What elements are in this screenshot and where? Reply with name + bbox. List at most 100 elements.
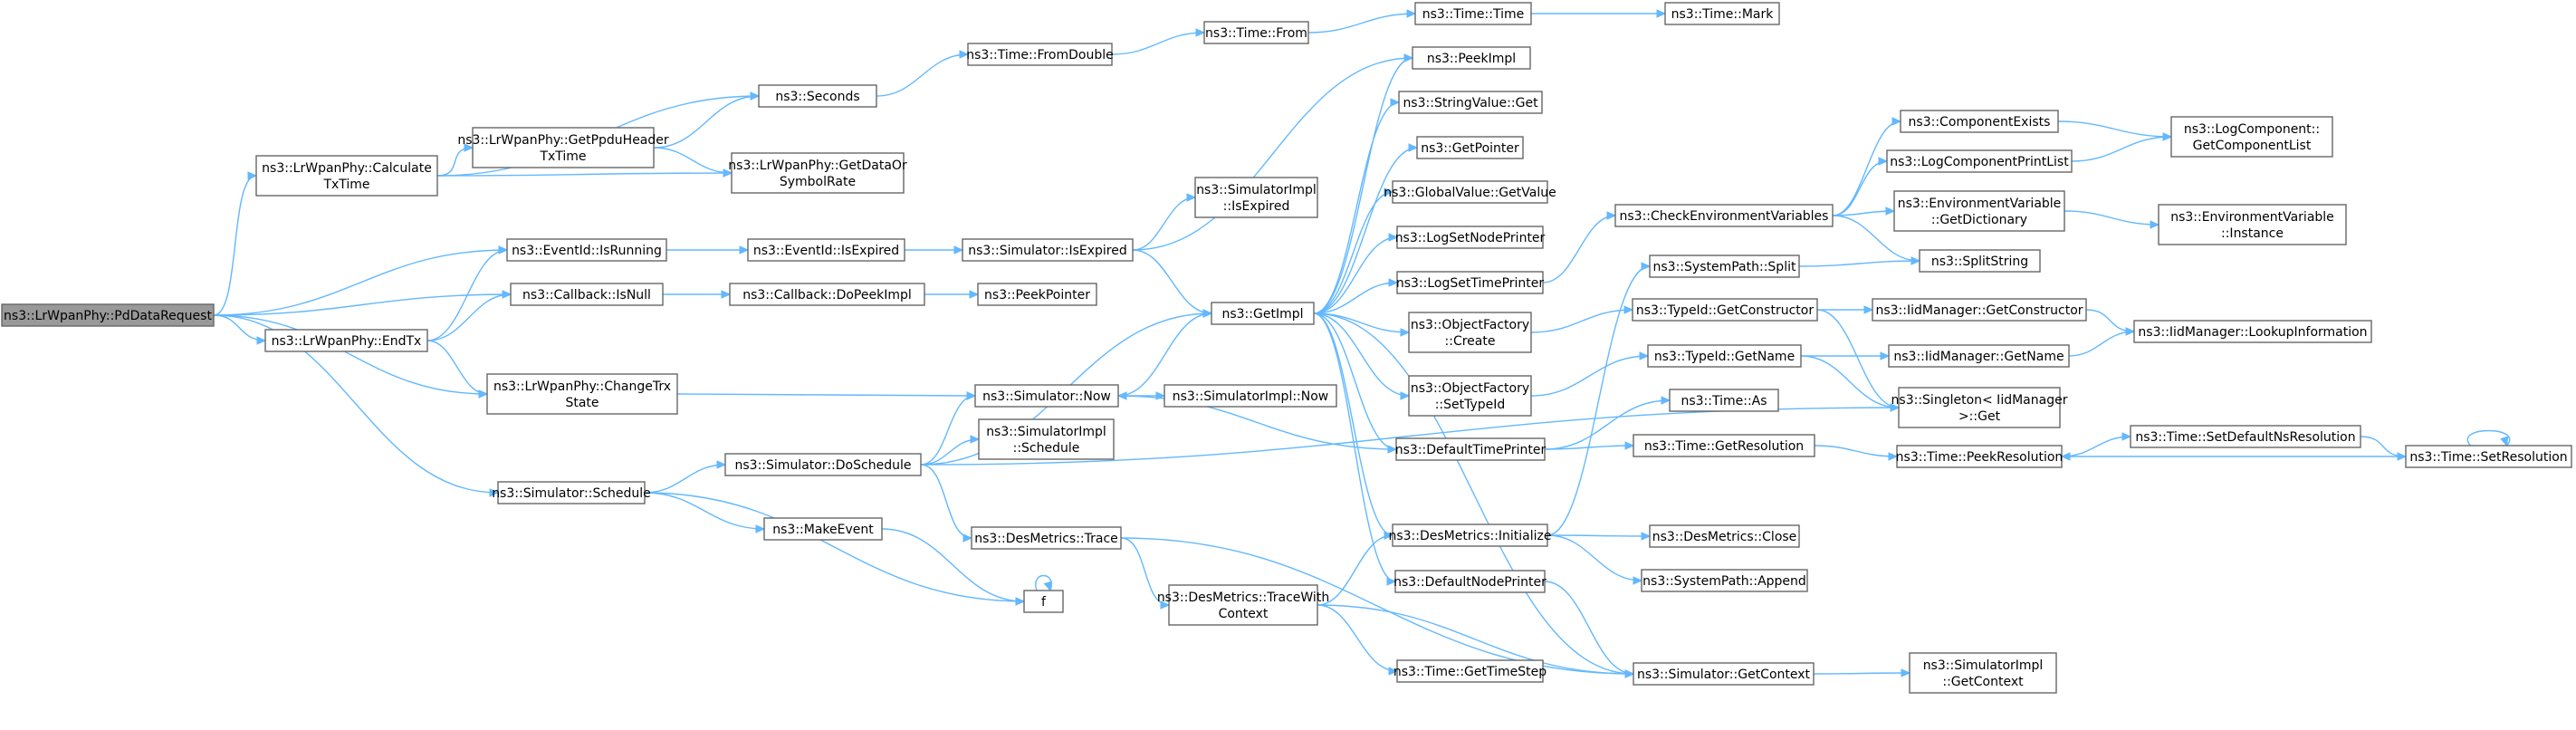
node-label: ns3::LrWpanPhy::PdDataRequest xyxy=(4,309,212,323)
node-simimplexp[interactable]: ns3::SimulatorImpl::IsExpired xyxy=(1194,177,1318,218)
node-getptr[interactable]: ns3::GetPointer xyxy=(1416,136,1524,159)
edge-arrowhead xyxy=(962,533,973,543)
edge-line xyxy=(1313,191,1393,314)
node-tgetres[interactable]: ns3::Time::GetResolution xyxy=(1633,434,1815,457)
node-evrun[interactable]: ns3::EventId::IsRunning xyxy=(506,238,667,262)
node-simexp[interactable]: ns3::Simulator::IsExpired xyxy=(962,238,1134,262)
node-sched[interactable]: ns3::Simulator::Schedule xyxy=(492,481,651,504)
edge-seconds-fromdbl xyxy=(876,50,970,97)
edge-envdict-envinst xyxy=(2064,210,2160,229)
node-desclose[interactable]: ns3::DesMetrics::Close xyxy=(1649,524,1800,548)
node-simimplsched[interactable]: ns3::SimulatorImpl::Schedule xyxy=(978,418,1115,460)
node-fromdbl[interactable]: ns3::Time::FromDouble xyxy=(966,43,1114,66)
node-ofcreate[interactable]: ns3::ObjectFactory::Create xyxy=(1408,312,1532,353)
node-gvget[interactable]: ns3::GlobalValue::GetValue xyxy=(1384,180,1556,204)
node-label: ns3::LrWpanPhy::GetDataOr xyxy=(728,158,907,173)
node-tmark[interactable]: ns3::Time::Mark xyxy=(1664,2,1780,25)
node-iidname[interactable]: ns3::IidManager::GetName xyxy=(1888,344,2070,368)
edge-arrowhead xyxy=(1160,600,1171,610)
node-now[interactable]: ns3::Simulator::Now xyxy=(974,384,1119,408)
node-spappend[interactable]: ns3::SystemPath::Append xyxy=(1641,569,1808,592)
node-setdefres[interactable]: ns3::Time::SetDefaultNsResolution xyxy=(2130,425,2361,448)
edge-line xyxy=(1530,309,1633,333)
node-desinit[interactable]: ns3::DesMetrics::Initialize xyxy=(1388,523,1552,547)
edge-arrowhead xyxy=(1388,667,1399,676)
node-box xyxy=(1886,149,2073,173)
node-box xyxy=(1211,302,1315,325)
node-iidctor[interactable]: ns3::IidManager::GetConstructor xyxy=(1872,298,2087,322)
node-lognode[interactable]: ns3::LogSetNodePrinter xyxy=(1395,226,1546,249)
node-destrace[interactable]: ns3::DesMetrics::Trace xyxy=(971,526,1122,550)
edge-tidctor-singleton xyxy=(1816,309,1901,412)
node-label: ns3::Time::From xyxy=(1205,26,1307,41)
edge-getimpl-gvget xyxy=(1313,187,1394,314)
edge-arrowhead xyxy=(723,168,733,178)
node-makeev[interactable]: ns3::MakeEvent xyxy=(763,517,883,541)
node-logprint[interactable]: ns3::LogComponentPrintList xyxy=(1886,149,2073,173)
node-label: ::Instance xyxy=(2221,226,2284,241)
node-tas[interactable]: ns3::Time::As xyxy=(1669,389,1779,412)
node-tidctor[interactable]: ns3::TypeId::GetConstructor xyxy=(1632,298,1818,322)
node-doPeek[interactable]: ns3::Callback::DoPeekImpl xyxy=(729,283,925,306)
node-setres[interactable]: ns3::Time::SetResolution xyxy=(2405,445,2572,468)
node-box xyxy=(1392,180,1548,204)
node-singleton[interactable]: ns3::Singleton< IidManager >::Get xyxy=(1891,387,2068,428)
node-evexp[interactable]: ns3::EventId::IsExpired xyxy=(747,238,905,262)
node-envinst[interactable]: ns3::EnvironmentVariable::Instance xyxy=(2158,204,2347,245)
node-logcomp[interactable]: ns3::LogComponent::GetComponentList xyxy=(2170,116,2333,158)
edge-line xyxy=(1832,120,1901,216)
node-checkenv[interactable]: ns3::CheckEnvironmentVariables xyxy=(1614,204,1834,227)
node-timestep[interactable]: ns3::Time::GetTimeStep xyxy=(1393,659,1547,683)
node-ttime[interactable]: ns3::Time::Time xyxy=(1414,2,1532,25)
node-tidname[interactable]: ns3::TypeId::GetName xyxy=(1647,344,1802,368)
node-box xyxy=(1872,298,2087,322)
edge-arrowhead xyxy=(1661,396,1671,405)
node-envdict[interactable]: ns3::EnvironmentVariable::GetDictionary xyxy=(1893,190,2065,232)
node-iidlookup[interactable]: ns3::IidManager::LookupInformation xyxy=(2133,320,2372,343)
node-getctx[interactable]: ns3::Simulator::GetContext xyxy=(1633,662,1815,686)
node-cbnull[interactable]: ns3::Callback::IsNull xyxy=(510,283,664,306)
edge-arrowhead xyxy=(1043,581,1052,592)
node-ofset[interactable]: ns3::ObjectFactory::SetTypeId xyxy=(1408,375,1532,417)
node-endtx[interactable]: ns3::LrWpanPhy::EndTx xyxy=(264,329,428,352)
edge-line xyxy=(2068,331,2135,357)
node-strget[interactable]: ns3::StringValue::Get xyxy=(1398,91,1543,114)
node-splitstr[interactable]: ns3::SplitString xyxy=(1919,249,2041,273)
node-compexists[interactable]: ns3::ComponentExists xyxy=(1900,110,2059,133)
edge-line xyxy=(2064,210,2159,226)
node-label: ns3::IidManager::LookupInformation xyxy=(2138,325,2367,340)
node-pd[interactable]: ns3::LrWpanPhy::PdDataRequest xyxy=(1,303,215,327)
node-tfrom[interactable]: ns3::Time::From xyxy=(1203,21,1309,44)
node-f[interactable]: f xyxy=(1023,590,1064,613)
node-deftime[interactable]: ns3::DefaultTimePrinter xyxy=(1395,437,1547,461)
node-getimpl[interactable]: ns3::GetImpl xyxy=(1211,302,1315,325)
edge-desinit-desclose xyxy=(1547,532,1652,541)
node-label: ns3::PeekImpl xyxy=(1427,52,1516,66)
edge-line xyxy=(2061,436,2131,457)
node-peekptr[interactable]: ns3::PeekPointer xyxy=(977,283,1097,306)
node-simimplnow[interactable]: ns3::SimulatorImpl::Now xyxy=(1164,384,1337,408)
node-label: ns3::Simulator::GetContext xyxy=(1637,668,1811,682)
edge-ppdu-seconds xyxy=(653,91,761,149)
node-defnode[interactable]: ns3::DefaultNodePrinter xyxy=(1393,570,1547,593)
node-seconds[interactable]: ns3::Seconds xyxy=(758,84,877,108)
edge-endtx-chtrx xyxy=(426,340,489,399)
edge-arrowhead xyxy=(969,290,980,299)
edge-line xyxy=(213,293,512,316)
edge-arrowhead xyxy=(1186,193,1197,202)
edge-line xyxy=(920,438,980,466)
node-simimplctx[interactable]: ns3::SimulatorImpl::GetContext xyxy=(1909,652,2057,694)
node-peekimpl[interactable]: ns3::PeekImpl xyxy=(1412,46,1531,70)
node-peekres[interactable]: ns3::Time::PeekResolution xyxy=(1896,445,2064,468)
node-logtime[interactable]: ns3::LogSetTimePrinter xyxy=(1396,271,1545,294)
node-split[interactable]: ns3::SystemPath::Split xyxy=(1649,255,1800,278)
node-label: ns3::LogComponentPrintList xyxy=(1890,155,2069,169)
node-dosched[interactable]: ns3::Simulator::DoSchedule xyxy=(724,453,922,476)
node-label: ::GetContext xyxy=(1942,675,2024,689)
edge-arrowhead xyxy=(716,460,727,469)
